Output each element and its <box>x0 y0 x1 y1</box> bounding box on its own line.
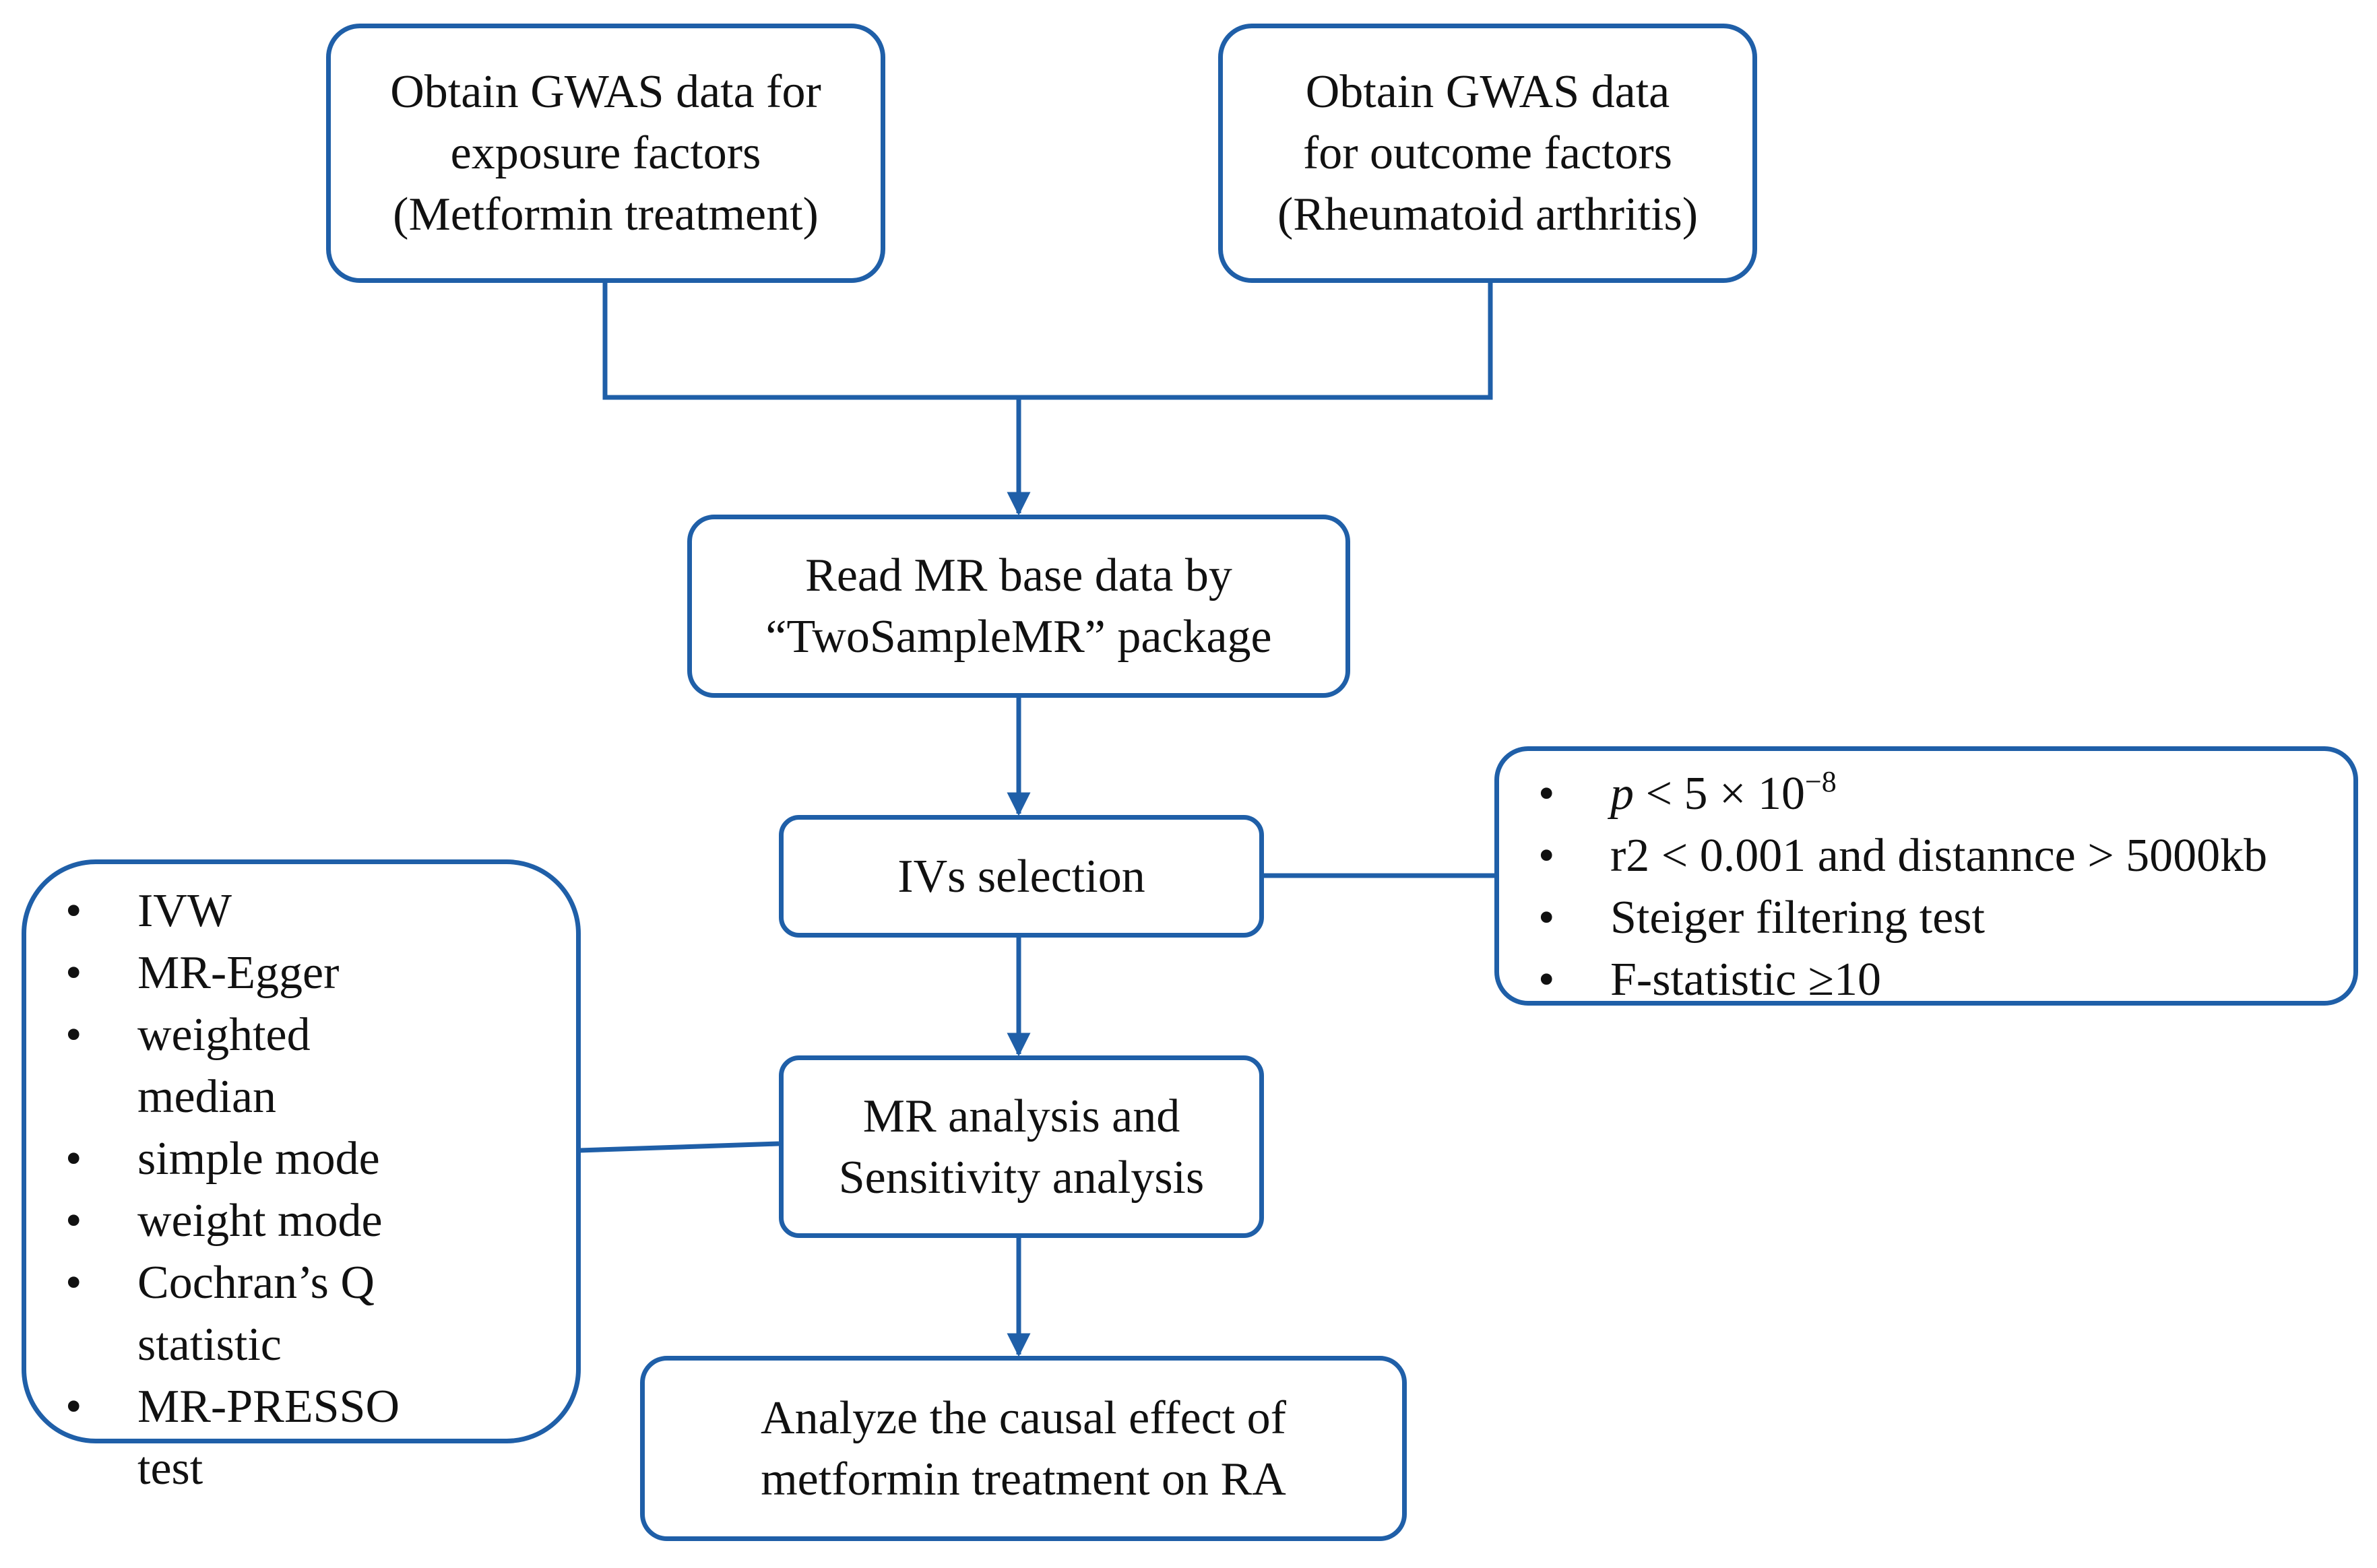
p-threshold: < 5 × 10 <box>1634 768 1805 820</box>
read-mr-line-1: Read MR base data by <box>805 550 1232 601</box>
method-weighted-median: weighted median <box>26 1004 404 1128</box>
ivs-selection-box: IVs selection <box>779 815 1264 938</box>
method-cochrans-q: Cochran’s Q statistic <box>26 1252 404 1376</box>
method-mr-presso: MR-PRESSO test <box>26 1376 404 1500</box>
criterion-pvalue: p < 5 × 10−8 <box>1499 763 2353 825</box>
ivs-selection-label: IVs selection <box>897 850 1145 903</box>
iv-criteria-list: p < 5 × 10−8 r2 < 0.001 and distannce > … <box>1499 763 2353 1011</box>
causal-effect-line-1: Analyze the causal effect of <box>761 1392 1286 1444</box>
exposure-line-3: (Metformin treatment) <box>393 189 819 240</box>
methods-box: IVW MR-Egger weighted median simple mode… <box>22 859 581 1495</box>
outcome-gwas-box: Obtain GWAS data for outcome factors (Rh… <box>1218 24 1757 283</box>
outcome-line-2: for outcome factors <box>1302 127 1673 179</box>
iv-criteria-box: p < 5 × 10−8 r2 < 0.001 and distannce > … <box>1494 746 2358 1011</box>
merge-connector <box>602 283 1493 400</box>
exposure-line-2: exposure factors <box>450 127 761 179</box>
read-mr-data-box: Read MR base data by “TwoSampleMR” packa… <box>687 515 1350 698</box>
mr-analysis-box: MR analysis and Sensitivity analysis <box>779 1055 1264 1238</box>
method-ivw: IVW <box>26 880 404 942</box>
mr-analysis-line-1: MR analysis and <box>862 1090 1180 1142</box>
method-mr-egger: MR-Egger <box>26 942 404 1004</box>
outcome-line-3: (Rheumatoid arthritis) <box>1277 189 1699 240</box>
p-exponent: −8 <box>1804 765 1837 798</box>
methods-connector <box>579 1141 780 1153</box>
outcome-line-1: Obtain GWAS data <box>1305 66 1670 118</box>
criterion-ld-clumping: r2 < 0.001 and distannce > 5000kb <box>1499 825 2353 887</box>
read-mr-line-2: “TwoSampleMR” package <box>765 611 1272 663</box>
methods-list: IVW MR-Egger weighted median simple mode… <box>26 880 404 1500</box>
method-weight-mode: weight mode <box>26 1190 404 1252</box>
p-variable: p <box>1610 768 1634 820</box>
criterion-steiger: Steiger filtering test <box>1499 887 2353 949</box>
method-simple-mode: simple mode <box>26 1128 404 1190</box>
exposure-line-1: Obtain GWAS data for <box>390 66 821 118</box>
exposure-gwas-box: Obtain GWAS data for exposure factors (M… <box>326 24 885 283</box>
causal-effect-line-2: metformin treatment on RA <box>761 1453 1286 1505</box>
criterion-f-statistic: F-statistic ≥10 <box>1499 949 2353 1011</box>
mr-analysis-line-2: Sensitivity analysis <box>838 1151 1205 1204</box>
causal-effect-box: Analyze the causal effect of metformin t… <box>640 1356 1407 1541</box>
